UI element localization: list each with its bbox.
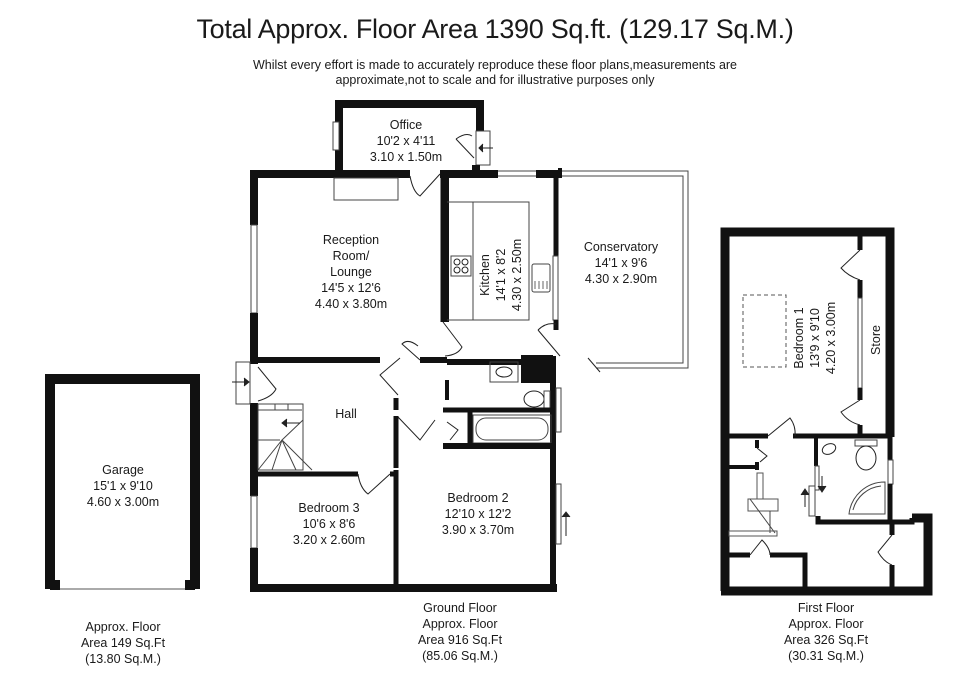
room-label-store: Store (869, 325, 883, 355)
ground-floor-plan (232, 100, 689, 592)
ground-floor-area-caption: Ground Floor Approx. Floor Area 916 Sq.F… (417, 601, 503, 663)
room-label-kitchen: Kitchen 14'1 x 8'2 4.30 x 2.50m (478, 238, 524, 312)
room-label-bedroom-1: Bedroom 1 13'9 x 9'10 4.20 x 3.00m (792, 301, 838, 375)
first-floor-plan (720, 227, 933, 596)
page-title: Total Approx. Floor Area 1390 Sq.ft. (12… (196, 14, 794, 44)
room-label-reception-lounge: Reception Room/ Lounge 14'5 x 12'6 4.40 … (314, 233, 388, 311)
first-floor-area-caption: First Floor Approx. Floor Area 326 Sq.Ft… (783, 601, 869, 663)
disclaimer-line-1: Whilst every effort is made to accuratel… (252, 58, 738, 72)
room-dims-imperial: 15'1 x 9'10 (93, 479, 153, 493)
room-label-conservatory: Conservatory 14'1 x 9'6 4.30 x 2.90m (583, 240, 659, 286)
room-label-bedroom-3: Bedroom 3 10'6 x 8'6 3.20 x 2.60m (292, 501, 366, 547)
room-name: Garage (102, 463, 144, 477)
disclaimer-line-2: approximate,not to scale and for illustr… (335, 73, 655, 87)
room-dims-metric: 4.60 x 3.00m (86, 495, 160, 509)
garage-plan (45, 374, 200, 590)
room-label-hall: Hall (335, 407, 357, 421)
garage-area-caption: Approx. Floor Area 149 Sq.Ft (13.80 Sq.M… (80, 620, 166, 666)
room-label-office: Office 10'2 x 4'11 3.10 x 1.50m (369, 118, 443, 164)
disclaimer: Whilst every effort is made to accuratel… (0, 58, 980, 88)
room-label-garage: Garage 15'1 x 9'10 4.60 x 3.00m (87, 462, 159, 510)
room-label-bedroom-2: Bedroom 2 12'10 x 12'2 3.90 x 3.70m (441, 491, 515, 537)
